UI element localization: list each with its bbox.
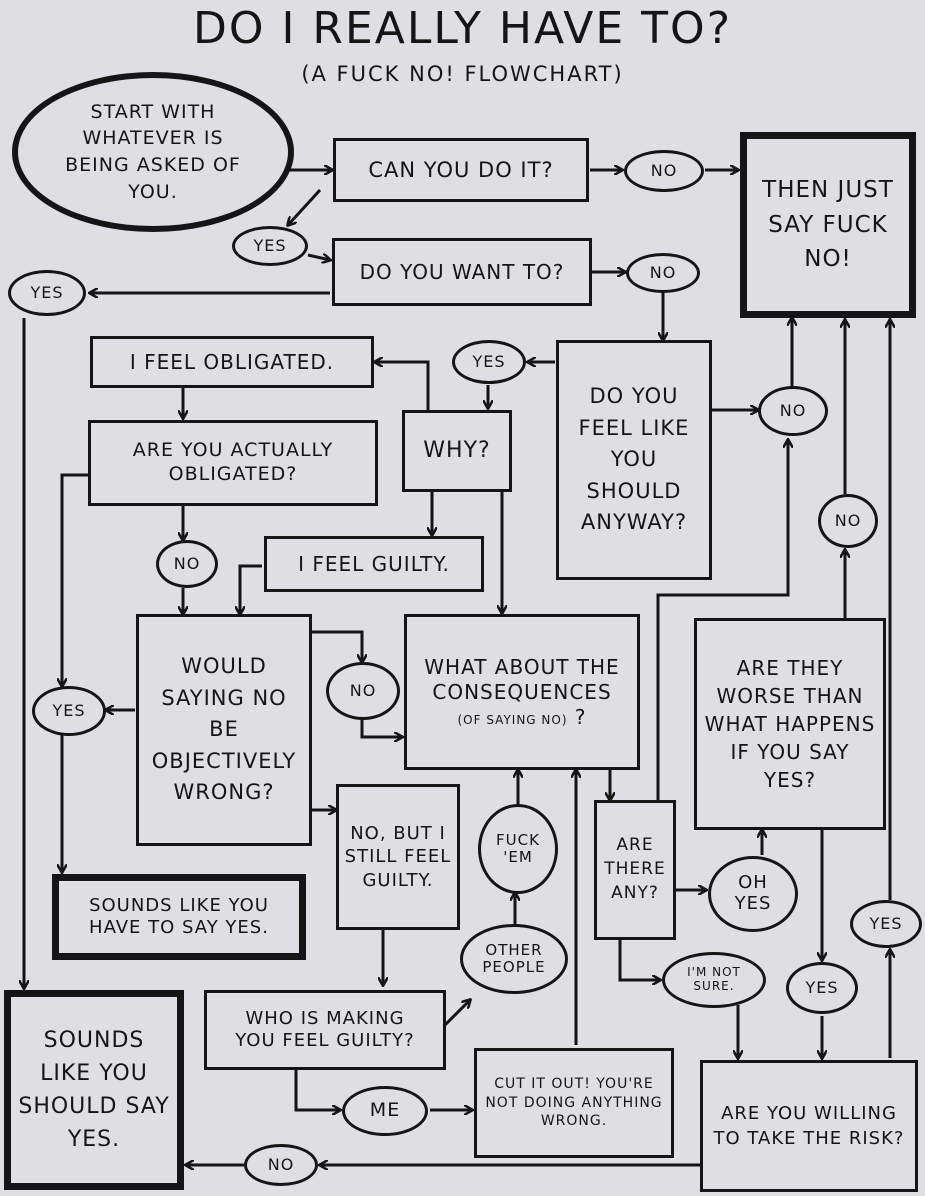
consequences-label: What about the consequences xyxy=(424,654,620,704)
arrow-actually-to-yes xyxy=(62,473,88,686)
cut-out-box: Cut it out! You're not doing anything wr… xyxy=(474,1048,674,1158)
no-oval-6: No xyxy=(326,662,400,720)
no-oval-5: No xyxy=(818,494,878,548)
fuck-em-oval: Fuck 'em xyxy=(478,804,558,894)
willing-box: Are you willing to take the risk? xyxy=(700,1060,918,1192)
oh-yes-oval: Oh yes xyxy=(708,856,798,932)
feel-guilty-box: I feel guilty. xyxy=(264,536,484,592)
consequences-sub: (of saying no) ? xyxy=(457,705,586,730)
would-saying-box: Would saying no be objectively wrong? xyxy=(136,614,312,846)
worse-box: Are they worse than what happens if you … xyxy=(694,618,886,830)
no-oval-2: No xyxy=(626,253,700,293)
sounds-should-box: Sounds like you should say yes. xyxy=(4,990,184,1190)
yes-oval-2: Yes xyxy=(452,340,526,384)
yes-oval-5: Yes xyxy=(850,900,922,948)
are-there-box: Are there any? xyxy=(594,800,676,940)
just-say-no-box: Then just say Fuck No! xyxy=(740,132,916,318)
no-oval-4: No xyxy=(156,540,218,588)
consequences-small-label: (of saying no) xyxy=(457,712,568,727)
consequences-box: What about the consequences (of saying n… xyxy=(404,614,640,770)
arrow-guilty-to-would xyxy=(240,564,262,614)
yes-oval-left: Yes xyxy=(8,270,86,316)
other-people-oval: Other people xyxy=(460,924,568,994)
yes-oval-4: Yes xyxy=(786,962,858,1014)
arrow-arethere-to-notsure xyxy=(618,940,660,980)
can-you-box: Can you do it? xyxy=(333,138,589,202)
obligated-box: I feel obligated. xyxy=(90,336,374,388)
want-to-box: Do you want to? xyxy=(332,238,592,306)
feel-should-box: Do you feel like you should anyway? xyxy=(556,340,712,580)
page-title: Do I really have to? xyxy=(192,3,733,54)
not-sure-oval: I'm not sure. xyxy=(662,952,766,1008)
me-oval: Me xyxy=(342,1086,428,1136)
no-oval-3: No xyxy=(758,386,828,436)
actually-obligated-box: Are you actually obligated? xyxy=(88,420,378,506)
arrow-would-to-no6 xyxy=(300,630,362,662)
yes-oval-3: Yes xyxy=(32,686,106,736)
arrow-who-to-me xyxy=(294,1070,340,1110)
who-making-box: Who is making you feel guilty? xyxy=(204,990,446,1070)
sounds-have-box: Sounds like you have to say yes. xyxy=(52,874,306,960)
start-node: Start with whatever is being asked of yo… xyxy=(12,72,294,232)
no-but-guilty-box: No, but I still feel guilty. xyxy=(336,784,460,930)
why-box: Why? xyxy=(402,410,512,492)
arrow-feelshould-branch-to-no3 xyxy=(656,440,788,800)
consequences-question-mark: ? xyxy=(574,704,587,729)
arrow-start-to-yes xyxy=(288,188,322,225)
yes-oval-1: Yes xyxy=(232,226,308,266)
page-subtitle: (A Fuck No! Flowchart) xyxy=(301,62,624,86)
no-oval-1: No xyxy=(624,150,704,192)
arrow-yes-to-want xyxy=(307,255,330,260)
arrow-no6-to-consequences xyxy=(360,712,402,737)
arrow-who-to-other xyxy=(443,1000,470,1027)
no-oval-7: No xyxy=(244,1144,318,1186)
arrow-why-to-obligated xyxy=(375,362,430,410)
